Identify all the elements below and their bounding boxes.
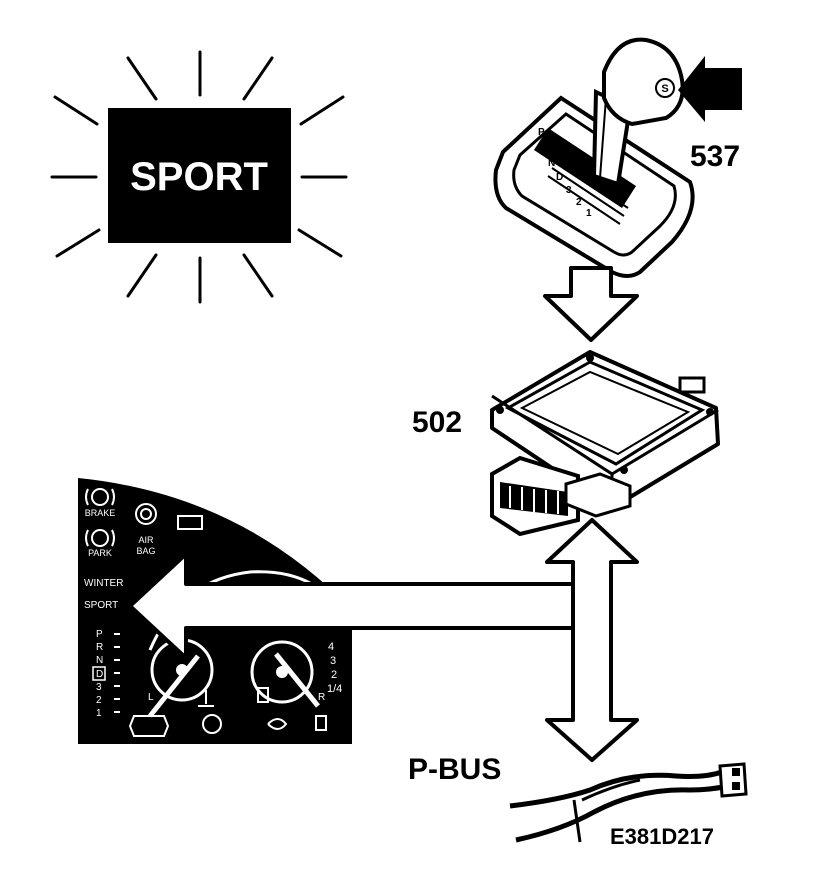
gear-indicator-column: P R N D 3 2 1 (96, 629, 103, 719)
gear-lever-knob (602, 37, 685, 127)
svg-text:4: 4 (328, 641, 334, 653)
callout-537: 537 (690, 140, 740, 173)
flash-rays (50, 50, 348, 304)
gear-n: N (96, 655, 103, 666)
light-icon (267, 718, 288, 730)
gear-p: P (96, 629, 103, 640)
svg-text:3: 3 (330, 655, 336, 667)
gauge-tick-labels: 4 3 2 1/4 (327, 641, 342, 695)
signal-down-arrow (543, 266, 639, 342)
callout-p-bus: P-BUS (408, 753, 501, 786)
gate-letter: R (542, 143, 550, 154)
label-brake: BRAKE (85, 508, 116, 518)
gauge-left-needle (148, 654, 200, 718)
gear-r: R (96, 642, 103, 653)
gear-d: D (96, 669, 103, 680)
gauge-left-low-label: L (148, 692, 154, 703)
label-airbag-line2: BAG (136, 546, 155, 556)
label-airbag-line1: AIR (138, 535, 154, 545)
brake-warning-icon (85, 488, 115, 506)
callout-502: 502 (412, 406, 462, 439)
gear-1: 1 (96, 708, 102, 719)
bus-double-arrow (545, 518, 639, 762)
label-sport: SPORT (84, 600, 118, 611)
gauge-right-high-label: R (318, 692, 325, 703)
svg-text:2: 2 (331, 669, 337, 681)
gear-gate-stripes (547, 159, 629, 225)
module-screw (586, 354, 594, 362)
temperature-icon (198, 690, 214, 707)
label-winter: WINTER (84, 578, 123, 589)
module-screw (496, 406, 504, 414)
sport-button-letter: S (661, 83, 668, 95)
gear-2: 2 (96, 695, 102, 706)
svg-text:1/4: 1/4 (327, 683, 342, 695)
figure-id: E381D217 (610, 824, 714, 849)
flash-ray (242, 56, 274, 101)
flash-ray (53, 95, 99, 126)
flash-ray (242, 253, 274, 298)
module-screw (706, 408, 714, 416)
gate-letter: 3 (566, 185, 572, 196)
engine-warning-icon (128, 715, 170, 737)
fuel-icon (257, 687, 327, 731)
oil-warning-icon (202, 714, 222, 734)
signal-left-arrow (128, 552, 582, 660)
airbag-warning-icon (135, 503, 157, 525)
sport-indicator-panel (108, 108, 291, 243)
flash-ray (297, 228, 343, 258)
gate-letter: P (538, 127, 545, 138)
module-side-tab (678, 376, 706, 394)
gear-gate-slot (534, 128, 636, 208)
gate-letter: 2 (576, 197, 582, 208)
gate-letter: 1 (586, 208, 592, 219)
gear-3: 3 (96, 682, 102, 693)
flash-ray (55, 228, 101, 258)
gauge-right-needle (274, 652, 320, 708)
sport-indicator-label: SPORT (130, 155, 268, 199)
sport-indicator: SPORT (50, 50, 348, 304)
control-module: 502 (412, 350, 720, 537)
label-park: PARK (88, 548, 112, 558)
gear-selector: P R N D 3 2 1 S 537 (493, 37, 742, 278)
sport-button-icon (655, 78, 675, 98)
gear-gate-letters: P R N D 3 2 1 (538, 127, 592, 219)
module-connector-2 (564, 472, 632, 518)
bus-wire-lower (515, 783, 729, 843)
module-screw (620, 466, 628, 474)
park-warning-icon (85, 529, 115, 547)
flash-ray (299, 95, 345, 126)
bus-wire-upper (509, 769, 723, 809)
press-arrow-icon (678, 56, 742, 122)
gate-letter: D (556, 172, 563, 183)
flash-ray (126, 253, 158, 298)
module-lid (504, 360, 706, 466)
gear-d-highlight (92, 666, 106, 681)
gate-letter: N (548, 158, 555, 169)
battery-warning-icon (177, 515, 203, 530)
flash-ray (126, 56, 158, 101)
p-bus-wiring (509, 762, 748, 843)
